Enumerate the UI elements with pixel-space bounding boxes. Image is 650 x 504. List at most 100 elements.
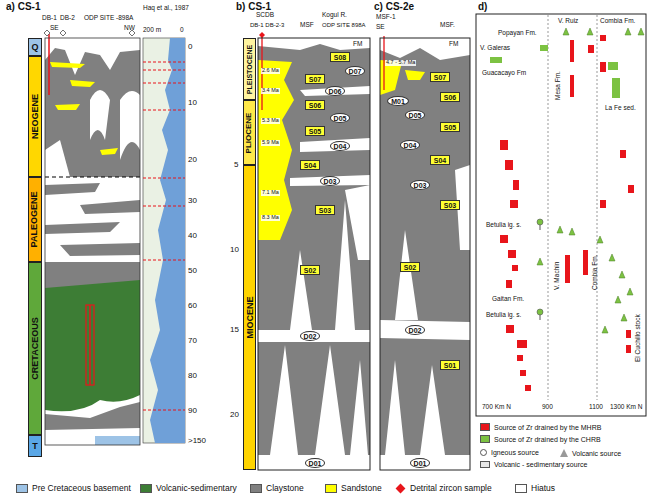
legend-text: Source of Zr drained by the CHRB: [494, 436, 601, 443]
legend-swatch: [480, 435, 490, 443]
axis-label: V. Galeras: [480, 45, 510, 52]
unit-box: S01: [440, 360, 460, 370]
axis-label: 20: [230, 411, 239, 419]
volcanic-source: [638, 28, 644, 35]
section-b-shape: [258, 38, 370, 470]
unit-box: S03: [315, 205, 335, 215]
axis-label: 20: [188, 156, 197, 164]
node-text: PLIOCENE: [246, 112, 254, 153]
section-b-shape: [259, 32, 265, 38]
axis-label: c) CS-2e: [374, 2, 414, 12]
node-text: D03: [414, 182, 427, 189]
node-text: D07: [349, 68, 362, 75]
unit-box: S02: [400, 262, 420, 272]
node-text: S06: [444, 94, 456, 101]
axis-label: DB-2: [60, 15, 75, 22]
axis-label: V. Ruiz: [558, 18, 578, 25]
volcanic-source: [625, 28, 631, 35]
axis-label: 30: [188, 197, 197, 205]
section-b-shape: [258, 455, 370, 470]
volcanic-source: [587, 28, 593, 35]
legend-item: Detrital zircon sample: [395, 484, 492, 493]
node-text: D04: [404, 142, 417, 149]
axis-label: 3.4 Ma: [261, 88, 280, 94]
node-text: S02: [304, 267, 316, 274]
unit-box: S07: [430, 72, 450, 82]
section-a-shape: [50, 62, 118, 155]
chrb-source: [612, 78, 620, 98]
legend-item: Igneous source: [480, 449, 539, 456]
volcanic-source: [569, 228, 575, 235]
section-a-shape: [45, 177, 140, 178]
period-band: MIOCENE: [243, 165, 256, 470]
volcanic-source: [627, 288, 633, 295]
axis-label: Popayan Fm.: [498, 30, 537, 37]
igneous-source: [537, 219, 543, 225]
axis-label: 15: [230, 326, 239, 334]
legend-item: Volcanic-sedimentary: [140, 484, 237, 493]
section-c-shape: [380, 230, 470, 455]
legend-text: Volcanic-sedimentary: [156, 484, 237, 493]
legend-text: Sandstone: [341, 484, 382, 493]
node-text: S05: [444, 124, 456, 131]
mhrb-source: [512, 265, 518, 271]
axis-label: MSF-1: [376, 14, 396, 21]
legend-text: Detrital zircon sample: [410, 484, 492, 493]
axis-label: 40: [188, 232, 197, 240]
period-band: CRETACEOUS: [28, 262, 42, 435]
mhrb-source: [588, 45, 594, 53]
unit-box: S07: [305, 74, 325, 84]
legend-text: Volcanic - sedimentary source: [494, 461, 587, 468]
mhrb-source: [525, 385, 531, 391]
legend-item: Pre Cretaceous basement: [16, 484, 131, 493]
hiatus-oval: M01: [387, 96, 409, 106]
mhrb-source: [620, 150, 626, 158]
section-a-shape: [86, 305, 94, 385]
legend-item: Volcanic - sedimentary source: [480, 461, 587, 468]
mhrb-source: [506, 325, 514, 333]
legend-item: Source of Zr drained by the MHRB: [480, 423, 601, 431]
legend-text: Claystone: [266, 484, 304, 493]
axis-label: d): [478, 2, 487, 12]
sea-level-curve-shape: [143, 62, 185, 410]
legend-item: Source of Zr drained by the CHRB: [480, 435, 601, 443]
axis-label: 10: [230, 246, 239, 254]
mhrb-source: [626, 345, 631, 353]
node-text: S05: [309, 128, 321, 135]
sea-level-curve-shape: [150, 38, 185, 443]
axis-label: Betulia ig. s.: [486, 222, 521, 229]
node-text: D02: [304, 333, 317, 340]
mhrb-source: [628, 185, 634, 193]
volcanic-source: [563, 28, 569, 35]
volcanic-source: [609, 254, 615, 261]
legend-swatch: [515, 484, 527, 493]
mhrb-source: [626, 330, 631, 338]
unit-box: S02: [300, 265, 320, 275]
axis-label: Kogul R.: [322, 12, 347, 19]
legend-text: Hiatus: [531, 484, 555, 493]
axis-label: FM: [448, 41, 459, 48]
node-text: S04: [304, 162, 316, 169]
axis-label: 1300 Km N: [610, 404, 643, 411]
axis-label: 0: [188, 43, 192, 51]
axis-label: 900: [542, 404, 553, 411]
axis-label: DB-1: [42, 15, 57, 22]
axis-label: V. Machin: [554, 262, 561, 290]
unit-box: S03: [440, 200, 460, 210]
axis-label: 5.9 Ma: [261, 140, 280, 146]
legend-item: Volcanic source: [560, 449, 621, 457]
axis-label: 10: [188, 99, 197, 107]
unit-box: S06: [440, 92, 460, 102]
section-b-shape: [290, 86, 370, 260]
section-a-shape: [48, 34, 50, 95]
axis-label: Combia Fm.: [592, 255, 599, 290]
axis-label: ODP SITE 898A: [322, 22, 366, 28]
chrb-source: [490, 57, 502, 63]
legend-swatch: [480, 461, 490, 468]
axis-label: 200 m: [143, 27, 161, 34]
section-b-shape: [258, 38, 370, 50]
axis-label: 90: [188, 407, 197, 415]
mhrb-source: [508, 250, 516, 258]
legend-text: Volcanic source: [572, 450, 621, 457]
axis-label: 8.3 Ma: [261, 215, 280, 221]
